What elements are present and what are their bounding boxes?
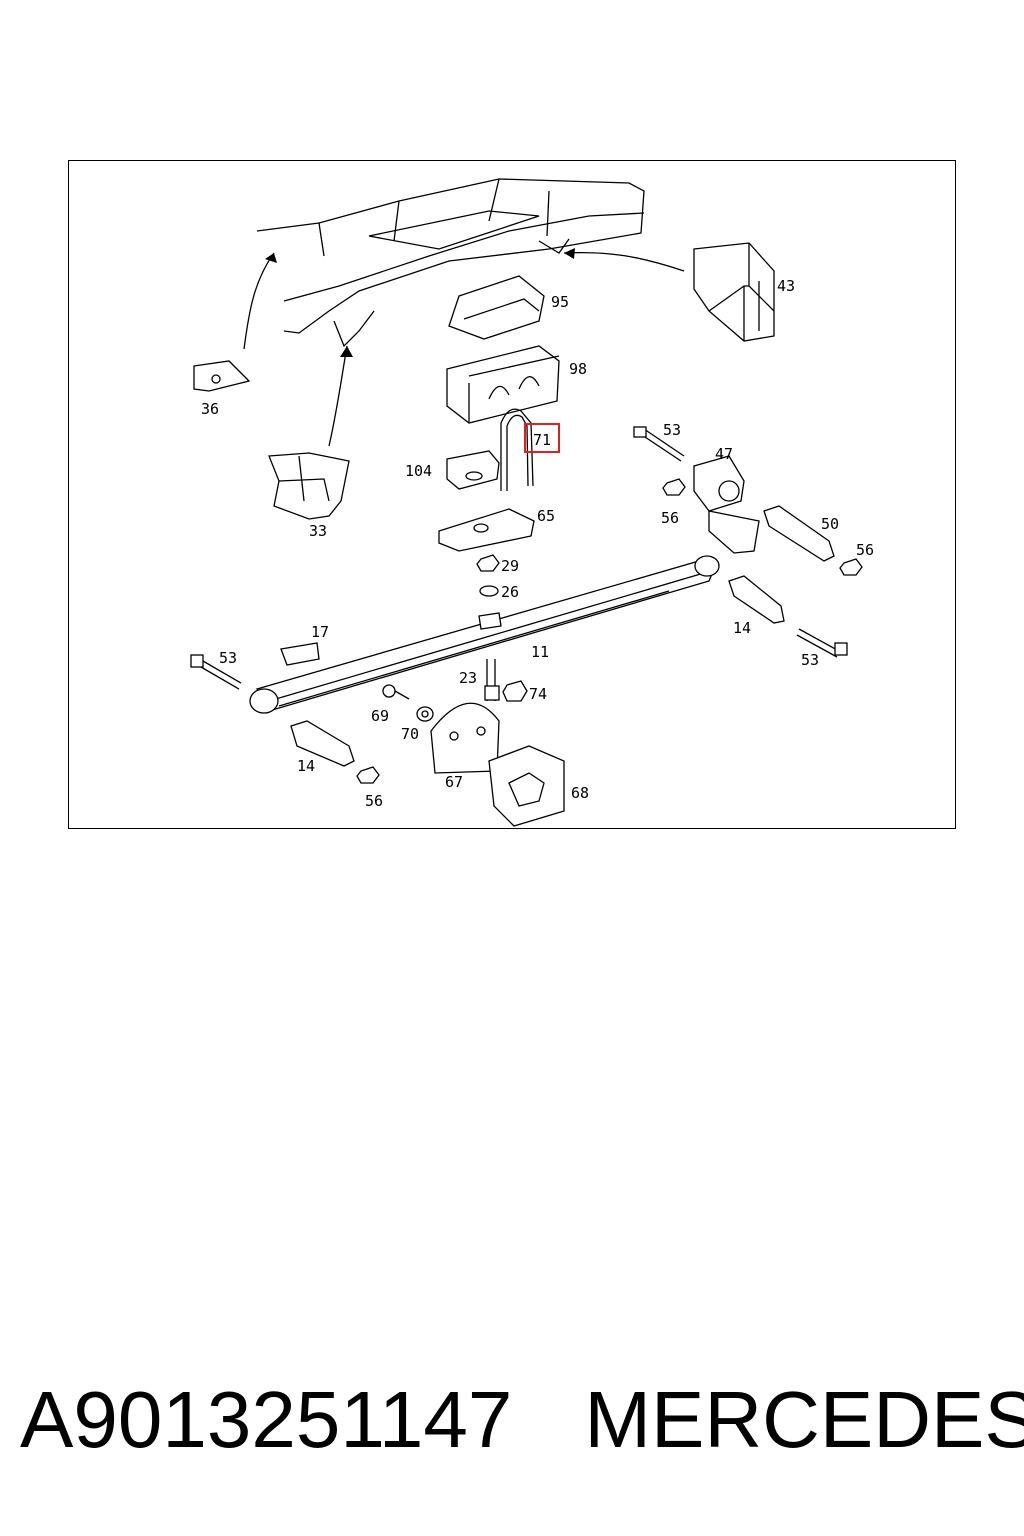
bracket-68 — [488, 745, 565, 827]
label-68: 68 — [571, 784, 589, 802]
plate-65 — [438, 508, 535, 552]
label-56-right: 56 — [856, 541, 874, 559]
label-56-left: 56 — [365, 792, 383, 810]
brand-name: MERCEDES — [584, 1375, 1024, 1464]
washer-70 — [416, 706, 434, 722]
label-53-top: 53 — [663, 421, 681, 439]
bump-stop-67 — [430, 702, 500, 774]
label-65: 65 — [537, 507, 555, 525]
nut-56-left — [356, 766, 380, 784]
block-104 — [446, 450, 500, 490]
nut-56-right — [839, 558, 863, 576]
label-11: 11 — [531, 643, 549, 661]
label-14-right: 14 — [733, 619, 751, 637]
label-95: 95 — [551, 293, 569, 311]
label-43: 43 — [777, 277, 795, 295]
exploded-view-drawing: 95 98 43 36 33 71 104 65 53 47 56 50 56 … — [190, 178, 874, 827]
part-caption: A9013251147 MERCEDES — [20, 1370, 1024, 1470]
leaf-spring-11 — [249, 555, 720, 714]
part-number: A9013251147 — [20, 1375, 513, 1464]
bolt-53-right — [796, 628, 848, 658]
bolt-69 — [382, 684, 410, 700]
label-69: 69 — [371, 707, 389, 725]
label-33: 33 — [309, 522, 327, 540]
label-53-left: 53 — [219, 649, 237, 667]
bushing-50 — [763, 505, 835, 562]
label-53-right: 53 — [801, 651, 819, 669]
label-74: 74 — [529, 685, 547, 703]
label-98: 98 — [569, 360, 587, 378]
assembly-arrows — [243, 248, 685, 447]
label-56-shackle: 56 — [661, 509, 679, 527]
bolt-23 — [484, 659, 500, 701]
u-bolt-71 — [500, 408, 534, 491]
nut-74 — [502, 680, 528, 702]
nut-29 — [476, 554, 500, 572]
pad-17 — [280, 642, 320, 666]
bracket-43 — [693, 242, 775, 342]
nut-56-shackle — [662, 478, 686, 496]
bracket-36 — [193, 360, 251, 392]
label-26: 26 — [501, 583, 519, 601]
parts-diagram: 95 98 43 36 33 71 104 65 53 47 56 50 56 … — [68, 160, 956, 829]
bolt-53-top — [633, 426, 685, 462]
label-70: 70 — [401, 725, 419, 743]
shackle-47 — [693, 455, 760, 554]
label-71: 71 — [533, 431, 551, 449]
label-29: 29 — [501, 557, 519, 575]
bushing-14-left — [290, 720, 355, 767]
label-104: 104 — [405, 462, 432, 480]
label-36: 36 — [201, 400, 219, 418]
label-17: 17 — [311, 623, 329, 641]
label-67: 67 — [445, 773, 463, 791]
washer-26 — [479, 585, 499, 597]
label-23: 23 — [459, 669, 477, 687]
label-47: 47 — [715, 445, 733, 463]
label-50: 50 — [821, 515, 839, 533]
bracket-33 — [268, 452, 350, 520]
bracket-98 — [446, 345, 560, 424]
bushing-14-right — [728, 575, 785, 624]
plate-95 — [448, 275, 545, 340]
bolt-53-left — [190, 654, 242, 690]
chassis-frame — [256, 178, 645, 348]
highlight-box-71 — [524, 423, 560, 453]
label-14-left: 14 — [297, 757, 315, 775]
